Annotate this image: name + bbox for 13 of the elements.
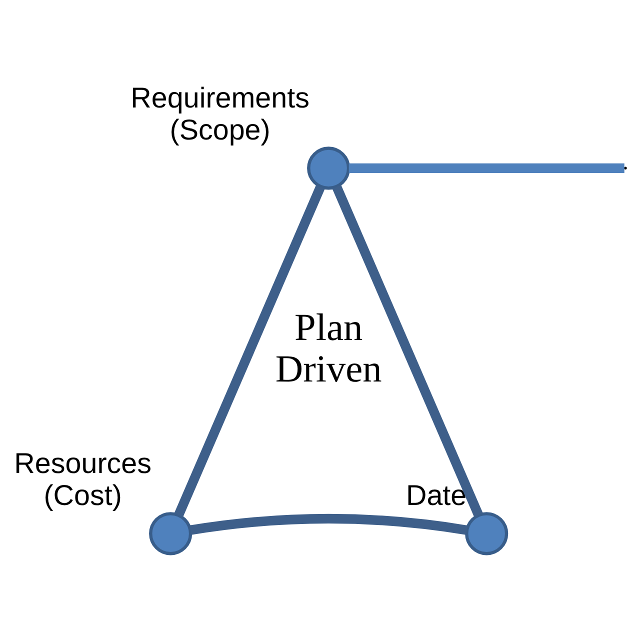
node-label: (Scope) (170, 114, 270, 146)
node-label: (Cost) (44, 480, 122, 512)
connector (348, 163, 624, 173)
connector (174, 184, 325, 517)
connector (332, 184, 483, 517)
node-label: Resources (14, 448, 152, 480)
connector (190, 514, 468, 535)
node-circle (149, 512, 192, 556)
node-label: Requirements (130, 82, 310, 114)
node-label: Date (406, 480, 467, 512)
node-circle (465, 512, 508, 556)
label: Plan Driven (275, 307, 382, 391)
node-circle (307, 146, 350, 190)
